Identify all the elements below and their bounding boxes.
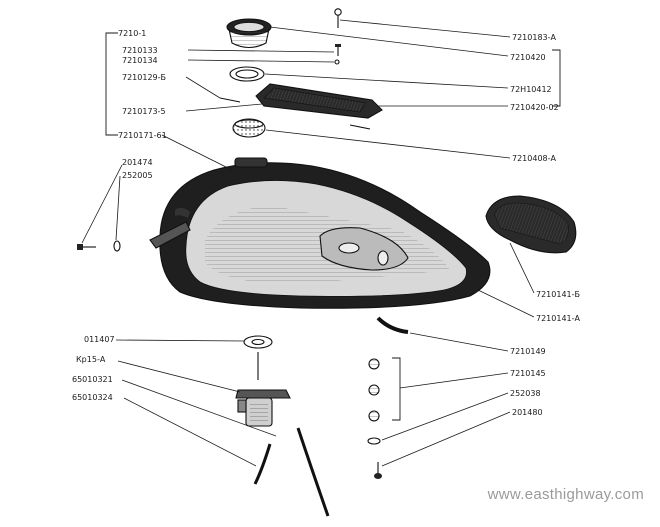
- side-washer-part: [113, 240, 121, 252]
- label-7210141-b: 7210141-Б: [536, 290, 580, 299]
- rod-pin-part: [219, 97, 241, 103]
- label-252005: 252005: [122, 171, 153, 180]
- gasket-ring-part: [229, 66, 265, 82]
- label-7210145: 7210145: [510, 369, 546, 378]
- fuel-line-2-part: [296, 427, 330, 517]
- label-kr15-a: Кр15-А: [76, 355, 106, 364]
- bushing-bracket: [392, 357, 401, 421]
- small-washer-part: [334, 59, 340, 65]
- label-7210129-b: 7210129-Б: [122, 73, 166, 82]
- label-72h10412: 72Н10412: [510, 85, 552, 94]
- label-7210171-61: 7210171-61: [118, 131, 167, 140]
- left-bracket: [105, 32, 118, 136]
- label-201474: 201474: [122, 158, 153, 167]
- bushing-set-part: [368, 358, 380, 422]
- fuel-line-1-part: [253, 443, 272, 485]
- plate-bolt-part: [349, 124, 371, 130]
- label-7210133: 7210133: [122, 46, 158, 55]
- label-7210183-a: 7210183-А: [512, 33, 557, 42]
- label-7210420: 7210420: [510, 53, 546, 62]
- fuel-tap-part: [235, 352, 291, 427]
- fuel-tank-part: [149, 157, 491, 309]
- label-7210173-5: 7210173-5: [122, 107, 166, 116]
- screw-part: [335, 44, 341, 56]
- right-bracket: [552, 49, 561, 107]
- label-7210420-02: 7210420-02: [510, 103, 559, 112]
- watermark-text: www.easthighway.com: [487, 486, 644, 503]
- strainer-part: [232, 118, 266, 138]
- tap-washer-part: [243, 335, 273, 349]
- label-011407: 011407: [84, 335, 115, 344]
- label-65010324: 65010324: [72, 393, 113, 402]
- label-252038: 252038: [510, 389, 541, 398]
- knee-pad-part: [485, 195, 577, 254]
- hose-part: [376, 316, 409, 334]
- side-bolt-part: [77, 244, 96, 250]
- filler-cap-part: [226, 18, 272, 49]
- bottom-screw-part: [374, 462, 382, 479]
- small-washer-2-part: [367, 437, 381, 445]
- leader-lines: [81, 19, 535, 467]
- label-201480: 201480: [512, 408, 543, 417]
- cover-plate-part: [255, 83, 383, 119]
- label-7210408-a: 7210408-А: [512, 154, 557, 163]
- label-65010321: 65010321: [72, 375, 113, 384]
- label-7210134: 7210134: [122, 56, 158, 65]
- label-7210-1: 7210-1: [118, 29, 146, 38]
- pin-part: [334, 8, 342, 28]
- label-7210141-a: 7210141-А: [536, 314, 581, 323]
- label-7210149: 7210149: [510, 347, 546, 356]
